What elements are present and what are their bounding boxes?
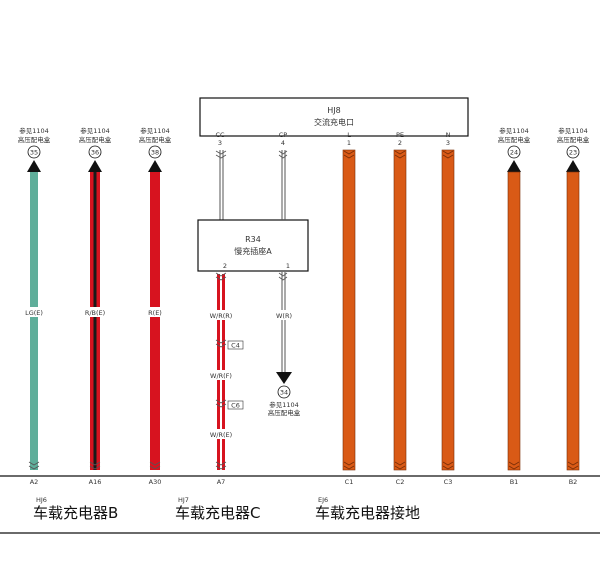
pin-c2: C2 — [396, 478, 405, 486]
hj8-pin-labels: CC 3 CP 4 L 1 PE 2 N 3 — [215, 131, 450, 147]
pin-a2: A2 — [30, 478, 39, 486]
group-code-ej6: EJ6 — [318, 496, 328, 504]
ref-num-23: 23 — [569, 149, 577, 157]
r34-id: R34 — [245, 235, 261, 244]
ref-line1: 参见1104 — [499, 126, 529, 135]
ref-num-24: 24 — [510, 149, 518, 157]
group-name-hj7: 车载充电器C — [175, 504, 260, 522]
ref-num-36: 36 — [91, 149, 99, 157]
ref-line2: 高压配电盒 — [498, 135, 531, 144]
ref-line1: 参见1104 — [19, 126, 49, 135]
pin-a7: A7 — [217, 478, 226, 486]
hj8-id: HJ8 — [327, 106, 340, 115]
cp-ref-line2: 高压配电盒 — [268, 408, 301, 417]
wire-w36: 参见1104 高压配电盒 36 R/B(E) — [79, 126, 112, 470]
pin-l-num: 1 — [347, 139, 351, 147]
cp-wire: W(R) 34 参见1104 高压配电盒 — [268, 150, 301, 417]
r34-title: 慢充插座A — [234, 246, 272, 256]
group-name-ej6: 车载充电器接地 — [315, 504, 420, 522]
ref-line2: 高压配电盒 — [139, 135, 172, 144]
pin-n-num: 3 — [446, 139, 450, 147]
ref-line1: 参见1104 — [80, 126, 110, 135]
cp-ref-line1: 参见1104 — [269, 400, 299, 409]
pin-a30: A30 — [149, 478, 162, 486]
wire-w35: 参见1104 高压配电盒 35 LG(E) — [18, 126, 51, 470]
hj8-power-wires — [342, 149, 455, 471]
r34-pin-1: 1 — [286, 262, 290, 270]
group-name-hj6: 车载充电器B — [33, 504, 118, 522]
wire-w24: 参见1104 高压配电盒 24 — [498, 126, 531, 471]
pin-c1: C1 — [345, 478, 354, 486]
splice-c6: C6 — [231, 402, 240, 410]
ref-line2: 高压配电盒 — [557, 135, 590, 144]
ref-num-35: 35 — [30, 149, 38, 157]
group-code-hj7: HJ7 — [178, 496, 189, 504]
pin-n-name: N — [446, 131, 451, 139]
wire-w38: 参见1104 高压配电盒 38 R(E) — [139, 126, 172, 470]
pin-cp-name: CP — [279, 131, 288, 139]
bottom-connectors: A2 A16 A30 A7 C1 C2 C3 B1 B2 HJ6 车载充电器B … — [0, 475, 600, 534]
pin-cc-name: CC — [215, 131, 225, 139]
ref-line2: 高压配电盒 — [18, 135, 51, 144]
wire-label-35: LG(E) — [25, 309, 43, 317]
pin-cc-num: 3 — [218, 139, 222, 147]
wire-label-36: R/B(E) — [85, 309, 105, 317]
cp-label: W(R) — [276, 312, 292, 320]
connector-hj8: HJ8 交流充电口 — [199, 97, 469, 137]
group-code-hj6: HJ6 — [36, 496, 47, 504]
pin-c3: C3 — [444, 478, 453, 486]
r34-pin-2: 2 — [223, 262, 227, 270]
ref-line2: 高压配电盒 — [79, 135, 112, 144]
pin-b1: B1 — [510, 478, 519, 486]
wire-w23: 参见1104 高压配电盒 23 — [557, 126, 590, 471]
pin-pe-num: 2 — [398, 139, 402, 147]
hj8-title: 交流充电口 — [314, 117, 354, 127]
splice-c4: C4 — [231, 342, 240, 350]
cc-label-2: W/R(F) — [210, 372, 232, 380]
wire-label-38: R(E) — [148, 309, 162, 317]
cp-ref-num: 34 — [280, 389, 288, 397]
pin-b2: B2 — [569, 478, 578, 486]
ref-num-38: 38 — [151, 149, 159, 157]
cc-wire: W/R(R) W/R(F) W/R(E) C4 C6 — [206, 150, 244, 470]
cc-label-1: W/R(R) — [210, 312, 233, 320]
connector-r34: R34 慢充插座A 2 1 — [197, 219, 309, 272]
pin-a16: A16 — [89, 478, 102, 486]
cc-label-3: W/R(E) — [210, 431, 232, 439]
pin-l-name: L — [347, 131, 351, 139]
pin-pe-name: PE — [396, 131, 404, 139]
ref-line1: 参见1104 — [140, 126, 170, 135]
ref-line1: 参见1104 — [558, 126, 588, 135]
pin-cp-num: 4 — [281, 139, 285, 147]
